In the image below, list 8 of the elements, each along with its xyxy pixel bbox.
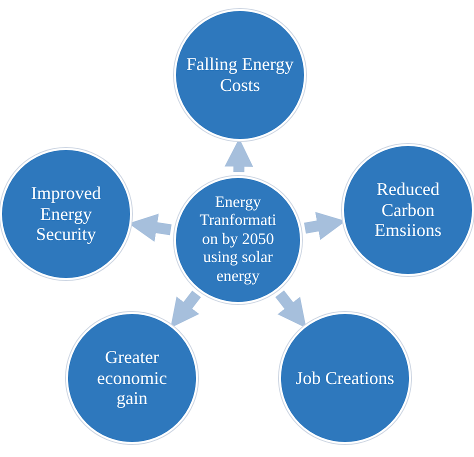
block-arrow	[170, 290, 201, 328]
block-arrow	[275, 290, 306, 328]
circle-label: Falling Energy Costs	[186, 54, 294, 96]
circle-label: Reduced Carbon Emsiions	[373, 178, 442, 242]
circle-label: Job Creations	[295, 368, 395, 388]
circle-label: Improved Energy Security	[30, 182, 102, 246]
circle-label: Energy Tranformati on by 2050 using solar energy	[198, 194, 278, 286]
circle-label: Greater economic gain	[96, 346, 168, 410]
